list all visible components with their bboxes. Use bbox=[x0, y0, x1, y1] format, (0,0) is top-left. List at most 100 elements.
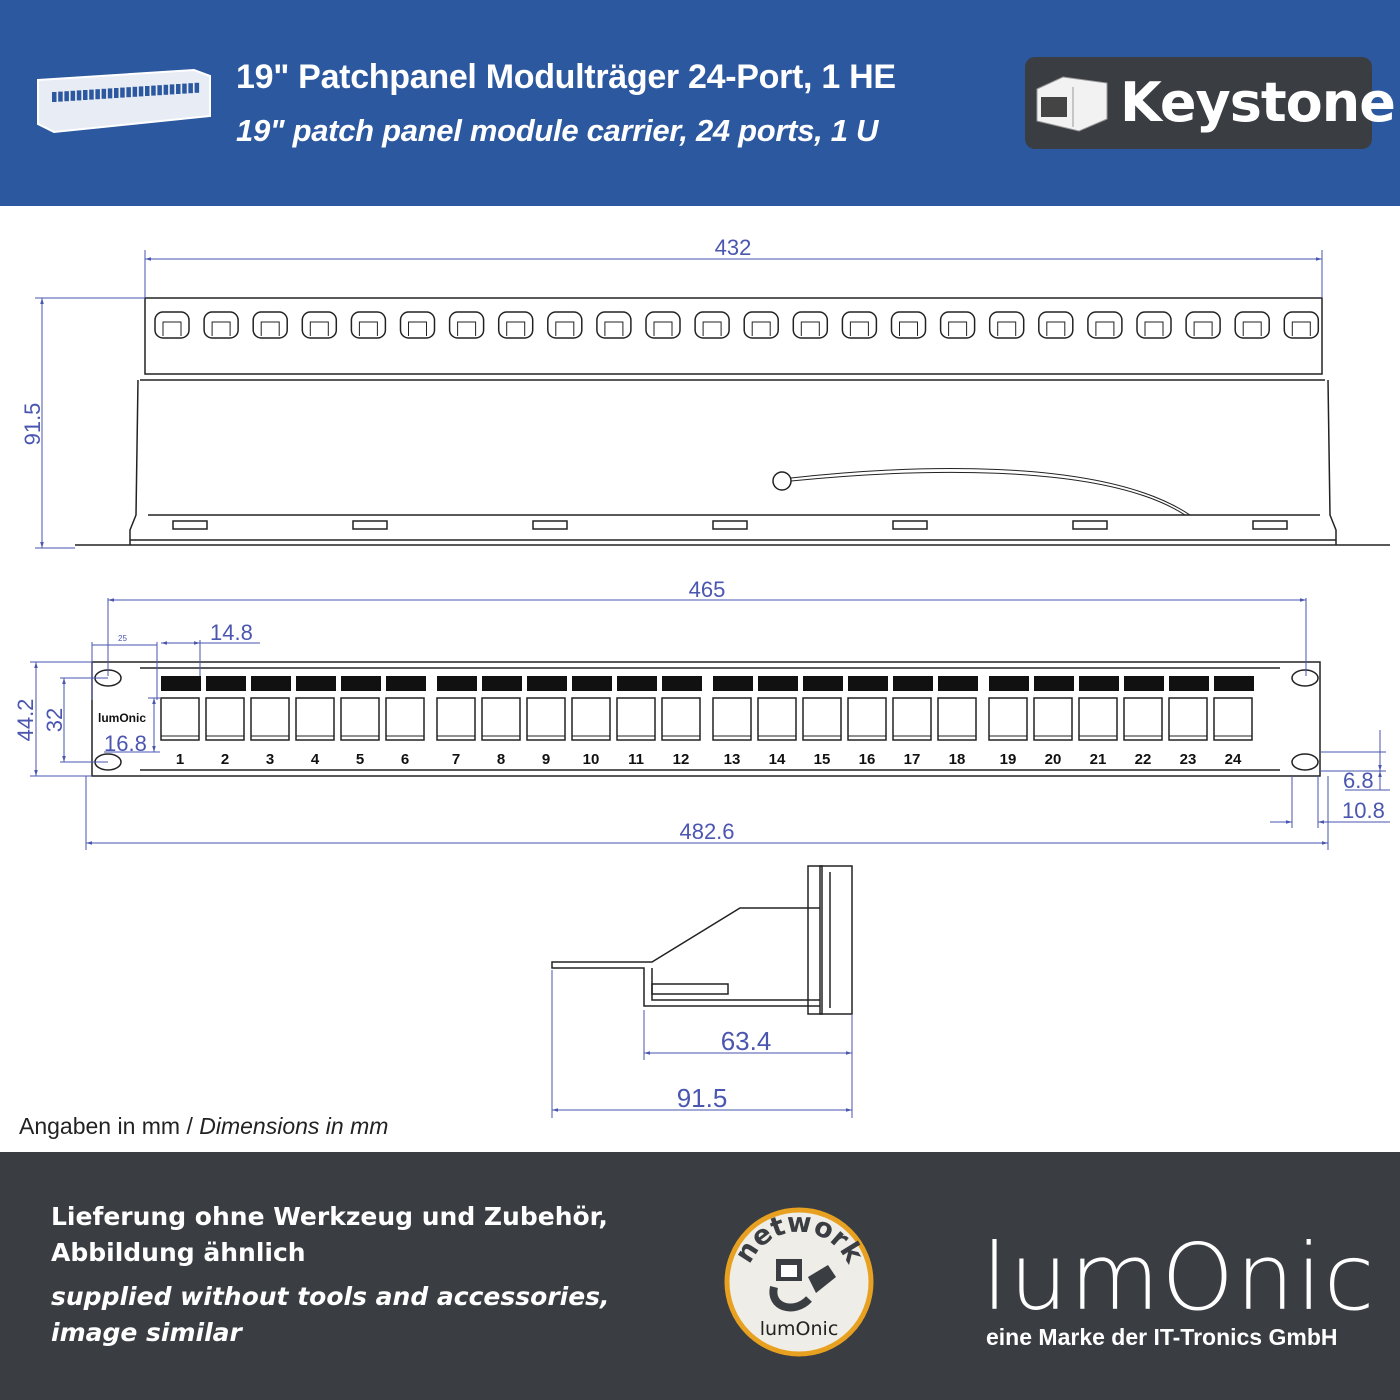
mount-clip bbox=[712, 520, 748, 530]
mount-clip bbox=[1252, 520, 1288, 530]
label-strip bbox=[1124, 676, 1164, 691]
port-number: 3 bbox=[266, 751, 274, 768]
thumb-port bbox=[107, 88, 113, 99]
dim-16-8-label: 16.8 bbox=[104, 731, 147, 756]
port-4 bbox=[295, 676, 336, 741]
port-number: 22 bbox=[1135, 751, 1152, 768]
label-strip bbox=[1214, 676, 1254, 691]
cable-slot bbox=[988, 311, 1025, 339]
dim-10-8-label: 10.8 bbox=[1342, 798, 1385, 823]
port-9 bbox=[526, 676, 567, 741]
thumb-port bbox=[188, 83, 193, 94]
port-number: 1 bbox=[176, 751, 184, 768]
units-note-de: Angaben in mm / bbox=[19, 1113, 193, 1139]
label-strip bbox=[572, 676, 612, 691]
keystone-badge: Keystone bbox=[1025, 57, 1396, 149]
title-german: 19" Patchpanel Modulträger 24-Port, 1 HE bbox=[236, 58, 896, 96]
mount-clip bbox=[1072, 520, 1108, 530]
label-strip bbox=[341, 676, 381, 691]
cable-slot bbox=[497, 311, 534, 339]
thumb-port bbox=[58, 91, 63, 102]
brand-logo: lumOnic bbox=[982, 1224, 1377, 1331]
port-number: 9 bbox=[542, 751, 550, 768]
port-2 bbox=[205, 676, 246, 741]
label-strip bbox=[527, 676, 567, 691]
port-number: 18 bbox=[949, 751, 966, 768]
header-banner: 19" Patchpanel Modulträger 24-Port, 1 HE… bbox=[0, 0, 1400, 206]
port-number: 10 bbox=[583, 751, 600, 768]
brand-subtitle: eine Marke der IT-Tronics GmbH bbox=[986, 1324, 1338, 1350]
cable-slot bbox=[448, 311, 485, 339]
label-strip bbox=[848, 676, 888, 691]
cable-slot bbox=[1185, 311, 1221, 339]
dim-63-4-label: 63.4 bbox=[721, 1026, 772, 1056]
thumb-port bbox=[83, 90, 88, 100]
dim-91-5-vertical-label: 91.5 bbox=[20, 403, 45, 446]
title-english: 19" patch panel module carrier, 24 ports… bbox=[236, 113, 879, 148]
port-number: 23 bbox=[1180, 751, 1197, 768]
thumb-port bbox=[89, 89, 94, 100]
port-24 bbox=[1213, 676, 1254, 741]
dim-25-label: 25 bbox=[118, 634, 127, 643]
dim-32-label: 32 bbox=[42, 708, 67, 732]
port-19 bbox=[988, 676, 1029, 741]
cable-slot bbox=[1038, 311, 1074, 339]
port-3 bbox=[250, 676, 291, 741]
port-7 bbox=[436, 676, 477, 741]
cable-slot bbox=[301, 311, 338, 339]
thumb-port bbox=[138, 86, 144, 97]
panel-logo: lumOnic bbox=[98, 711, 146, 725]
port-5 bbox=[340, 676, 381, 741]
port-number: 16 bbox=[859, 751, 876, 768]
network-cable-icon bbox=[769, 1259, 836, 1312]
label-strip bbox=[893, 676, 933, 691]
thumb-port bbox=[126, 87, 131, 98]
port-number: 12 bbox=[673, 751, 690, 768]
keystone-jack-icon bbox=[1036, 76, 1108, 132]
footer-line1-de: Lieferung ohne Werkzeug und Zubehör, bbox=[51, 1202, 608, 1231]
port-number: 8 bbox=[497, 751, 505, 768]
port-number: 11 bbox=[628, 751, 644, 768]
label-strip bbox=[296, 676, 336, 691]
port-number: 15 bbox=[814, 751, 831, 768]
label-strip bbox=[1079, 676, 1119, 691]
port-13 bbox=[712, 676, 753, 741]
thumb-port bbox=[169, 84, 175, 95]
port-number: 5 bbox=[356, 751, 364, 768]
label-strip bbox=[206, 676, 246, 691]
cable-slot bbox=[154, 311, 190, 339]
thumb-port bbox=[70, 90, 76, 101]
side-view bbox=[551, 865, 853, 1015]
port-10 bbox=[571, 676, 612, 741]
cable-slot bbox=[203, 311, 239, 339]
port-17 bbox=[892, 676, 933, 741]
port-20 bbox=[1033, 676, 1074, 741]
dim-432 bbox=[144, 250, 1323, 298]
port-number: 2 bbox=[221, 751, 229, 768]
thumb-port bbox=[194, 82, 200, 93]
dim-482-6-label: 482.6 bbox=[679, 819, 734, 844]
dim-432-label: 432 bbox=[715, 235, 752, 260]
dim-14-8-label: 14.8 bbox=[210, 620, 253, 645]
label-strip bbox=[482, 676, 522, 691]
patch-panel-thumbnail-icon bbox=[37, 68, 211, 134]
label-strip bbox=[437, 676, 477, 691]
label-strip bbox=[1169, 676, 1209, 691]
dim-6-8-label: 6.8 bbox=[1343, 768, 1374, 793]
port-number: 20 bbox=[1045, 751, 1062, 768]
footer-line1-en: supplied without tools and accessories, bbox=[51, 1282, 610, 1311]
port-number: 4 bbox=[311, 751, 320, 768]
label-strip bbox=[758, 676, 798, 691]
cable-slot bbox=[1234, 311, 1270, 339]
port-21 bbox=[1078, 676, 1119, 741]
units-note: Angaben in mm / Dimensions in mm bbox=[19, 1113, 388, 1140]
cable-slot bbox=[939, 311, 976, 339]
label-strip bbox=[1034, 676, 1074, 691]
port-number: 13 bbox=[724, 751, 741, 768]
thumb-port bbox=[76, 90, 82, 101]
dim-465-label: 465 bbox=[689, 577, 726, 602]
port-number: 14 bbox=[769, 751, 786, 768]
mount-clip bbox=[892, 520, 928, 530]
label-strip bbox=[989, 676, 1029, 691]
